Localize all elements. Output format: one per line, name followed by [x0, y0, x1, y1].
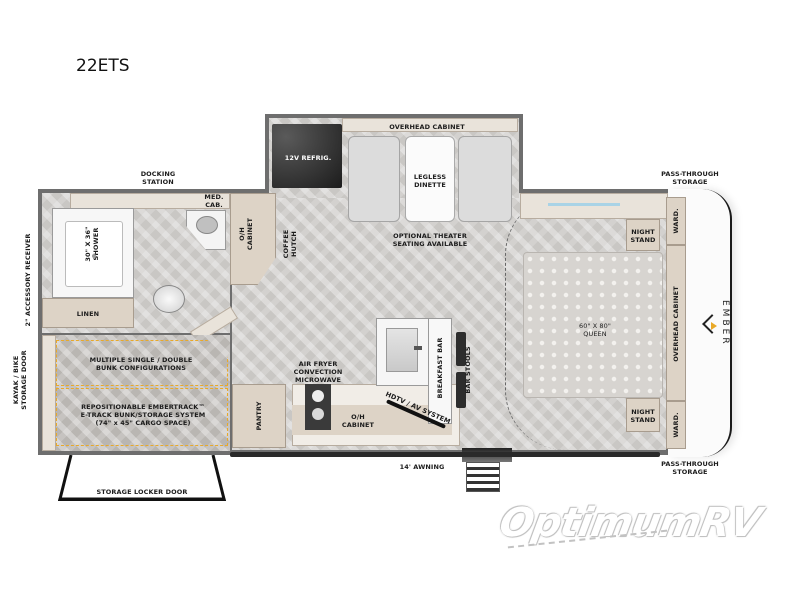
dinette-label: LEGLESS DINETTE	[413, 173, 447, 189]
wardrobe-top	[666, 197, 686, 245]
entry-steps[interactable]	[466, 462, 500, 492]
bedroom-top-cabinet	[520, 193, 668, 219]
storage-locker-door[interactable]	[58, 455, 226, 501]
microwave-label: AIR FRYER CONVECTION MICROWAVE	[293, 360, 343, 384]
toilet	[153, 285, 185, 313]
dinette-seat-left	[348, 136, 400, 222]
bar-stool-2[interactable]	[456, 372, 466, 408]
breakfast-bar-label: BREAKFAST BAR	[436, 337, 444, 399]
coffee-hutch-label: COFFEE HUTCH	[282, 229, 298, 259]
night-stand-bottom-label: NIGHT STAND	[630, 408, 656, 424]
storage-locker-door-label: STORAGE LOCKER DOOR	[96, 488, 188, 496]
wardrobe-bottom-label: WARD.	[672, 412, 680, 438]
overhead-cabinet-front-label: OVERHEAD CABINET	[672, 286, 680, 362]
shower-label: 30" X 36" SHOWER	[84, 226, 100, 262]
pass-through-storage-top-label: PASS-THROUGH STORAGE	[661, 170, 719, 186]
burner-1-icon	[312, 390, 324, 402]
slide-overhead-cabinet	[342, 118, 518, 132]
bunk-configuration-label: MULTIPLE SINGLE / DOUBLE BUNK CONFIGURAT…	[89, 356, 193, 372]
sink-basin	[196, 216, 218, 234]
accessory-receiver-label: 2" ACCESSORY RECEIVER	[24, 233, 32, 327]
wardrobe-top-label: WARD.	[672, 208, 680, 234]
linen-cabinet	[42, 298, 134, 328]
med-cab-label: MED. CAB.	[204, 193, 224, 209]
night-stand-top	[626, 219, 660, 251]
linen-label: LINEN	[76, 310, 100, 318]
bunk-configuration-zone	[56, 340, 228, 386]
cooktop	[305, 384, 331, 430]
embertrack-zone	[56, 388, 228, 446]
pantry	[232, 384, 286, 448]
top-window	[548, 203, 620, 206]
cargo-side-shelf	[42, 335, 56, 451]
pantry-label: PANTRY	[255, 401, 263, 431]
overhead-cabinet-front	[666, 245, 686, 401]
kitchen-sink-basin	[386, 328, 418, 372]
dinette-seat-right	[458, 136, 512, 222]
model-title: 22ETS	[76, 56, 130, 76]
night-stand-top-label: NIGHT STAND	[630, 228, 656, 244]
awning	[230, 452, 660, 457]
kitchen-faucet-icon	[414, 346, 422, 350]
ember-logo: EMBER	[702, 295, 735, 355]
queen-bed-label: 60" X 80" QUEEN	[578, 322, 611, 338]
bath-oh-cabinet-label: O/H CABINET	[238, 217, 254, 251]
shower	[52, 208, 134, 298]
cargo-floor	[42, 335, 230, 451]
ember-flame-icon	[711, 322, 717, 330]
theater-seating-label: OPTIONAL THEATER SEATING AVAILABLE	[392, 232, 468, 248]
bar-stool-1[interactable]	[456, 332, 466, 366]
awning-label: 14' AWNING	[399, 463, 445, 471]
burner-2-icon	[312, 408, 324, 420]
night-stand-bottom	[626, 398, 660, 432]
overhead-cabinet-top-label: OVERHEAD CABINET	[389, 123, 465, 131]
dinette-table	[405, 136, 455, 222]
kayak-storage-door-label: KAYAK / BIKE STORAGE DOOR	[12, 350, 28, 410]
queen-bed	[523, 252, 663, 398]
refrigerator	[272, 124, 342, 188]
bar-stools-label: BAR STOOLS	[464, 346, 472, 394]
breakfast-bar[interactable]	[428, 318, 452, 424]
storage-locker-door-outline-icon	[58, 455, 226, 501]
embertrack-label: REPOSITIONABLE EMBERTRACK™ E-TRACK BUNK/…	[80, 403, 206, 427]
bedroom-partition-line	[505, 195, 565, 450]
pass-through-storage-bottom-label: PASS-THROUGH STORAGE	[661, 460, 719, 476]
bathroom-top-counter	[70, 193, 230, 209]
storage-locker-door-sides	[58, 455, 226, 501]
wardrobe-bottom	[666, 401, 686, 449]
refrigerator-label: 12V REFRIG.	[284, 154, 332, 162]
shower-drain	[92, 254, 96, 258]
kitchen-oh-cabinet-label: O/H CABINET	[341, 413, 375, 429]
docking-station-label: DOCKING STATION	[140, 170, 176, 186]
